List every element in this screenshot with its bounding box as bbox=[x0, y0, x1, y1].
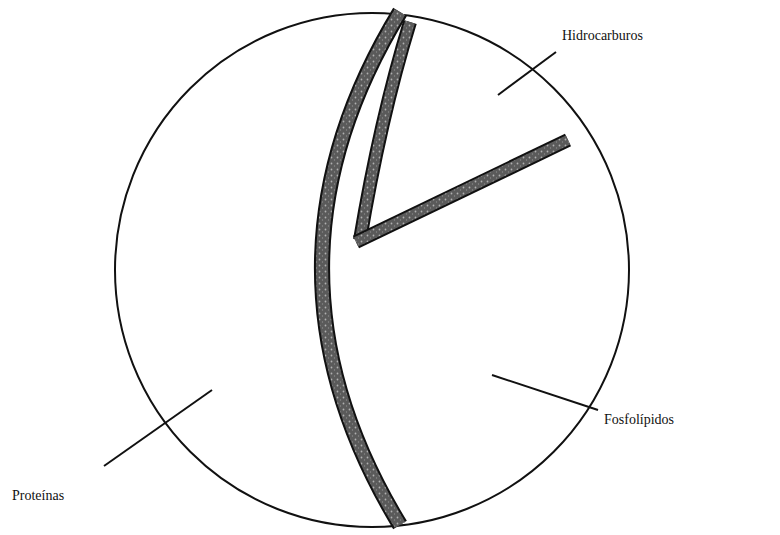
leader-line bbox=[104, 390, 212, 466]
sphere-outline bbox=[115, 13, 629, 527]
band-border bbox=[360, 22, 410, 240]
leader-line bbox=[492, 375, 598, 410]
part-label: Proteínas bbox=[12, 488, 64, 503]
band bbox=[360, 22, 410, 240]
band bbox=[356, 140, 568, 242]
part-label: Hidrocarburos bbox=[562, 28, 643, 43]
leader-line bbox=[498, 52, 556, 95]
part-label: Fosfolípidos bbox=[604, 412, 674, 427]
band-border bbox=[356, 140, 568, 242]
